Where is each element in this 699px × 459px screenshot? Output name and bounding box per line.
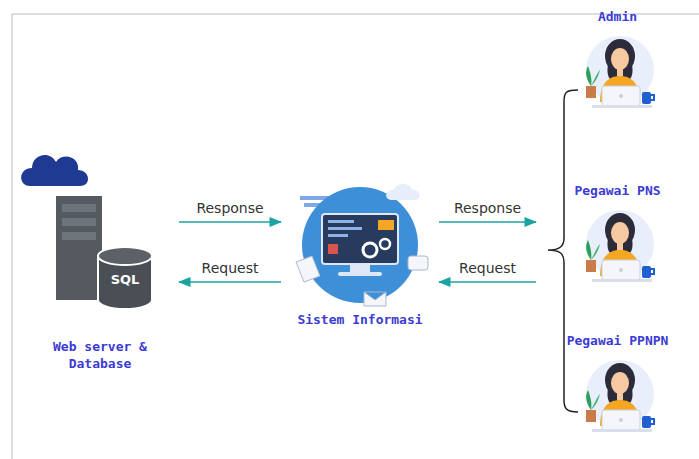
database-label: SQL — [100, 272, 150, 287]
node-label: Sistem Informasi — [297, 311, 422, 328]
edge-label: Request — [456, 260, 519, 276]
node-label: Admin — [598, 8, 637, 25]
edge-label: Response — [193, 200, 266, 216]
user-node: Pegawai PPNPN — [540, 332, 695, 438]
node-label: Pegawai PNS — [574, 182, 660, 199]
user-node: Admin — [540, 8, 695, 110]
flow-arrow — [179, 281, 281, 283]
flow-arrow — [439, 281, 536, 283]
flow-arrow — [439, 221, 536, 223]
node-label: Web server & Database — [40, 338, 160, 372]
edge-label: Request — [199, 260, 262, 276]
user-node: Pegawai PNS — [540, 182, 695, 288]
edge-label: Response — [451, 200, 524, 216]
flow-arrow — [179, 221, 281, 223]
system-node: Sistem Informasi — [285, 186, 435, 328]
node-label: Pegawai PPNPN — [567, 332, 669, 349]
server-node: Web server & Database — [25, 150, 175, 372]
